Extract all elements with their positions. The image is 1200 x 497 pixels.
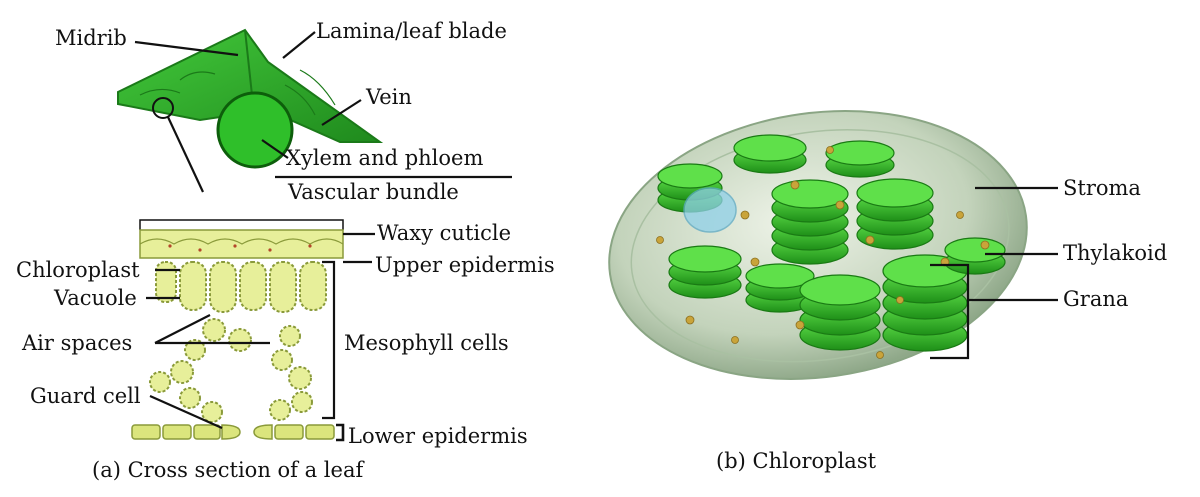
label-xylem-phloem: Xylem and phloem xyxy=(286,146,483,170)
label-grana: Grana xyxy=(1063,287,1128,311)
caption-chloroplast: (b) Chloroplast xyxy=(716,449,877,473)
plastoglobules xyxy=(656,146,990,359)
vein-lines xyxy=(139,69,336,116)
lower-epidermis-cells xyxy=(131,424,335,440)
label-vascular-bundle: Vascular bundle xyxy=(287,180,459,204)
palisade-cells xyxy=(155,261,327,313)
spongy-cells xyxy=(149,318,313,423)
vesicle xyxy=(683,187,737,233)
label-stroma: Stroma xyxy=(1063,176,1141,200)
cross-section xyxy=(131,219,344,440)
grana-stacks xyxy=(657,134,1006,352)
label-vein: Vein xyxy=(365,85,412,109)
leaf-diagram: Midrib Lamina/leaf blade Vein Xylem and … xyxy=(16,19,555,482)
label-mesophyll: Mesophyll cells xyxy=(344,331,509,355)
label-waxy-cuticle: Waxy cuticle xyxy=(377,221,511,245)
label-upper-epidermis: Upper epidermis xyxy=(375,253,555,277)
label-guard-cell: Guard cell xyxy=(30,384,141,408)
chloroplast-diagram: Stroma Thylakoid Grana (b) Chloroplast xyxy=(608,110,1167,473)
midrib-ridge xyxy=(244,29,253,96)
label-air-spaces: Air spaces xyxy=(21,331,132,355)
label-midrib: Midrib xyxy=(55,26,127,50)
caption-leaf: (a) Cross section of a leaf xyxy=(92,458,365,482)
label-lamina: Lamina/leaf blade xyxy=(316,19,507,43)
label-chloroplast: Chloroplast xyxy=(16,258,140,282)
label-lower-epidermis: Lower epidermis xyxy=(348,424,528,448)
label-thylakoid: Thylakoid xyxy=(1063,241,1167,265)
label-vacuole: Vacuole xyxy=(53,286,137,310)
vascular-bundle-shape xyxy=(216,91,294,169)
zoom-circle xyxy=(152,97,174,119)
